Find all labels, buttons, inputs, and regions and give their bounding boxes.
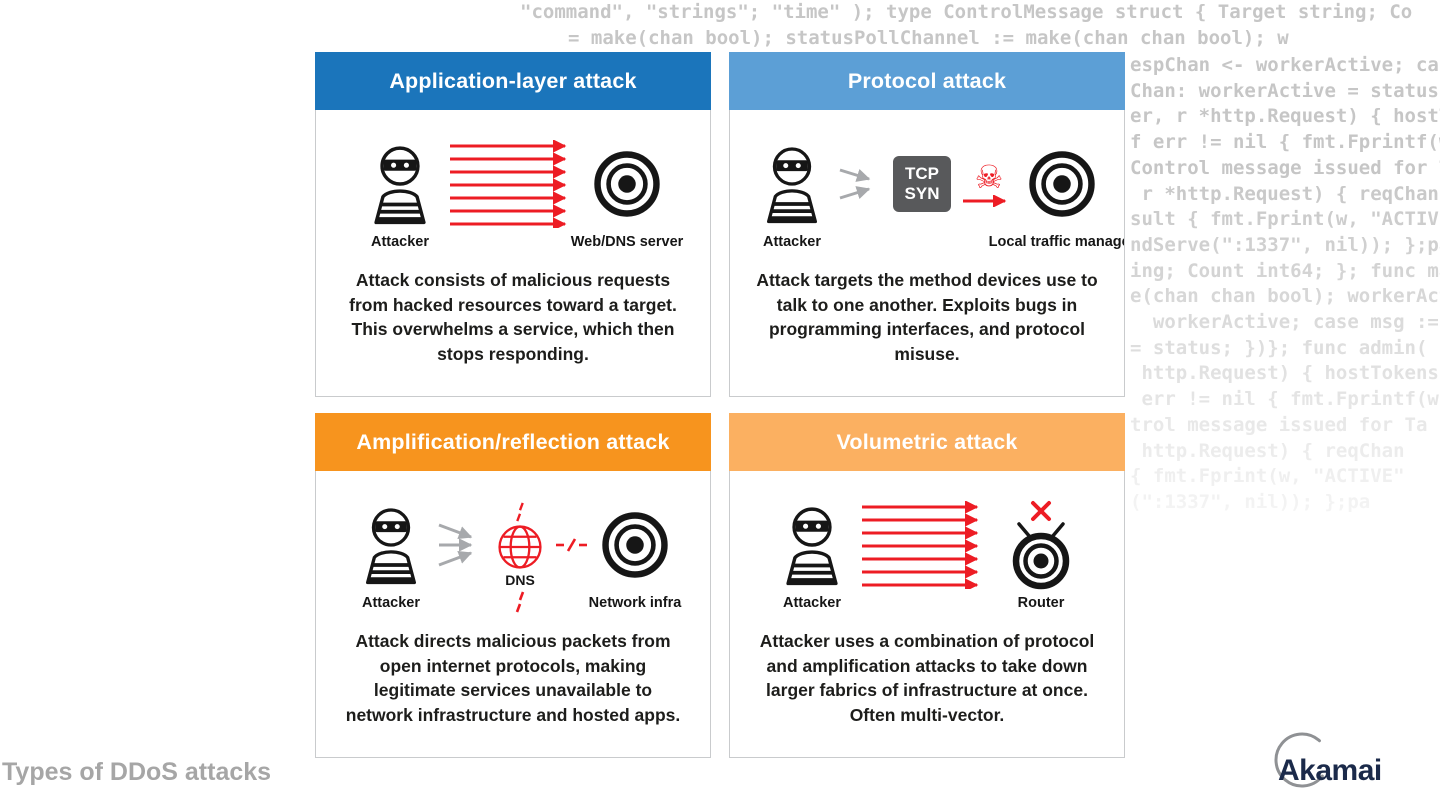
- attacker-figure: Attacker: [364, 138, 436, 250]
- card-body: Attacker TCP SYN: [729, 110, 1125, 397]
- icon-box: TCP SYN: [893, 138, 951, 230]
- card-amplification-reflection-attack: Amplification/reflection attack Attacker: [315, 413, 711, 758]
- target-icon: [592, 149, 662, 219]
- attacker-figure: Attacker: [356, 499, 426, 611]
- router-figure: Router: [1004, 499, 1078, 611]
- card-body: Attacker: [729, 471, 1125, 758]
- icon-box: ☠: [963, 138, 1015, 230]
- background-code-line: "command", "strings"; "time" ); type Con…: [520, 1, 1413, 23]
- card-application-layer-attack: Application-layer attack Attacker: [315, 52, 711, 397]
- icon-box: [448, 138, 580, 230]
- icon-box: [839, 138, 881, 230]
- background-code-line: = make(chan bool); statusPollChannel := …: [568, 27, 1289, 49]
- red-arrows-icon: [862, 501, 979, 589]
- attacker-label: Attacker: [762, 234, 822, 250]
- icon-box: [776, 499, 848, 591]
- router-icon: [1012, 501, 1070, 590]
- red-arrows-icon: [450, 140, 567, 228]
- tcp-syn-box: TCP SYN: [893, 156, 951, 212]
- attacker-label: Attacker: [361, 595, 421, 611]
- card-title: Application-layer attack: [315, 52, 711, 110]
- page-caption: Types of DDoS attacks: [2, 758, 272, 786]
- target-figure: Web/DNS server: [571, 138, 683, 250]
- attacker-icon: [776, 504, 848, 586]
- icon-box: [364, 138, 436, 230]
- card-protocol-attack: Protocol attack Attacker: [729, 52, 1125, 397]
- card-description: Attacker uses a combination of protocol …: [759, 631, 1095, 725]
- dns-label: DNS: [505, 572, 535, 588]
- skull-icon: ☠: [974, 158, 1004, 196]
- card-title: Amplification/reflection attack: [315, 413, 711, 471]
- icon-box: [860, 499, 992, 591]
- attacker-label: Attacker: [782, 595, 842, 611]
- target-label: Network infra: [588, 595, 682, 611]
- broken-link-figure: [556, 499, 588, 591]
- gray-arrows-icon: [438, 523, 473, 567]
- icon-box: [592, 138, 662, 230]
- icon-box: [600, 499, 670, 591]
- card-body: Attacker: [315, 110, 711, 397]
- red-arrow-icon: [963, 195, 1007, 207]
- icon-box: [757, 138, 827, 230]
- target-figure: Local traffic manager: [989, 138, 1124, 250]
- target-label: Router: [1017, 595, 1065, 611]
- card-title: Protocol attack: [729, 52, 1125, 110]
- attack-arrows: [860, 499, 992, 591]
- akamai-logo: Akamai: [1268, 730, 1428, 794]
- icon-box: [1027, 138, 1097, 230]
- icon-box: [556, 499, 588, 591]
- attacker-icon: [757, 144, 827, 224]
- icon-box: DNS: [496, 499, 544, 591]
- skull-arrow-figure: ☠: [963, 138, 1015, 230]
- target-label: Web/DNS server: [570, 234, 684, 250]
- akamai-swoosh-icon: [1274, 732, 1330, 788]
- red-dash-slash-icon: [556, 538, 587, 552]
- target-figure: Network infra: [589, 499, 681, 611]
- attacker-label: Attacker: [370, 234, 430, 250]
- icon-box: [356, 499, 426, 591]
- dns-globe-figure: DNS: [496, 499, 544, 613]
- card-description: Attack directs malicious packets from op…: [345, 631, 681, 725]
- red-dash-below-icon: [515, 591, 525, 613]
- skull-stack: ☠: [963, 161, 1015, 207]
- attacker-icon: [364, 143, 436, 225]
- icon-box: [438, 499, 484, 591]
- target-label: Local traffic manager: [988, 234, 1125, 250]
- attacker-icon: [356, 505, 426, 585]
- card-description: Attack targets the method devices use to…: [756, 270, 1098, 364]
- attacker-figure: Attacker: [776, 499, 848, 611]
- attack-arrows: [438, 499, 484, 591]
- tcp-syn-figure: TCP SYN: [893, 138, 951, 230]
- akamai-wordmark: Akamai: [1278, 754, 1382, 787]
- attacker-figure: Attacker: [757, 138, 827, 250]
- card-body: Attacker: [315, 471, 711, 758]
- attack-figure: Attacker: [316, 138, 710, 256]
- card-description: Attack consists of malicious requests fr…: [349, 270, 677, 364]
- icon-box: [1004, 499, 1078, 591]
- attack-figure: Attacker TCP SYN: [730, 138, 1124, 256]
- globe-icon: [498, 525, 542, 569]
- card-volumetric-attack: Volumetric attack Attacker: [729, 413, 1125, 758]
- card-title: Volumetric attack: [729, 413, 1125, 471]
- attack-arrows: [839, 138, 881, 230]
- attack-figure: Attacker: [316, 499, 710, 617]
- gray-arrows-icon: [839, 168, 871, 200]
- target-icon: [600, 510, 670, 580]
- code-fade-overlay: [1126, 170, 1440, 710]
- attack-figure: Attacker: [730, 499, 1124, 617]
- target-icon: [1027, 149, 1097, 219]
- attack-arrows: [448, 138, 580, 230]
- red-dash-above-icon: [516, 502, 524, 522]
